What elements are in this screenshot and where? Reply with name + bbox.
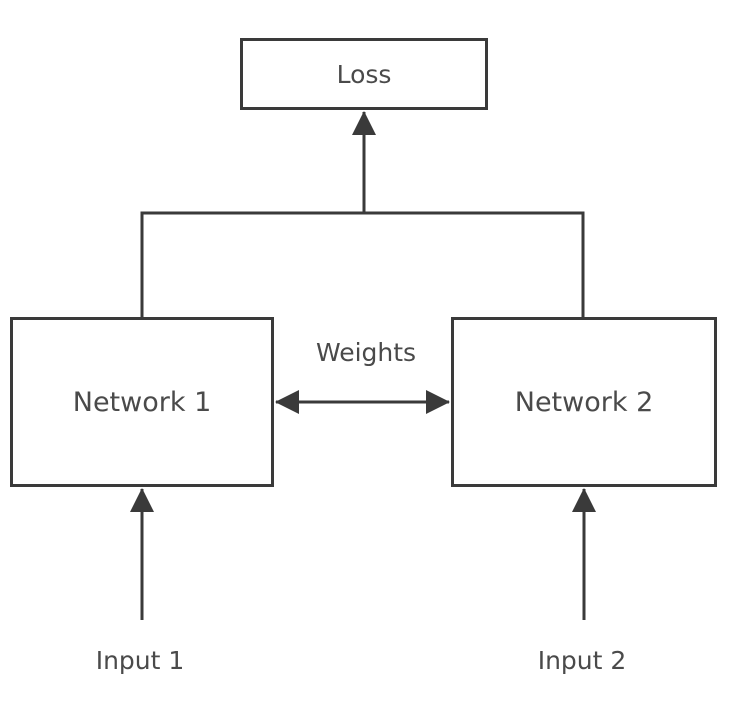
input1-label: Input 1: [95, 646, 185, 675]
network1-label: Network 1: [72, 386, 212, 418]
network1-node: Network 1: [10, 317, 274, 487]
network2-node: Network 2: [451, 317, 717, 487]
loss-node: Loss: [240, 38, 488, 110]
input2-label: Input 2: [537, 646, 627, 675]
weights-label: Weights: [315, 338, 417, 367]
network2-label: Network 2: [514, 386, 654, 418]
loss-label: Loss: [336, 59, 392, 89]
